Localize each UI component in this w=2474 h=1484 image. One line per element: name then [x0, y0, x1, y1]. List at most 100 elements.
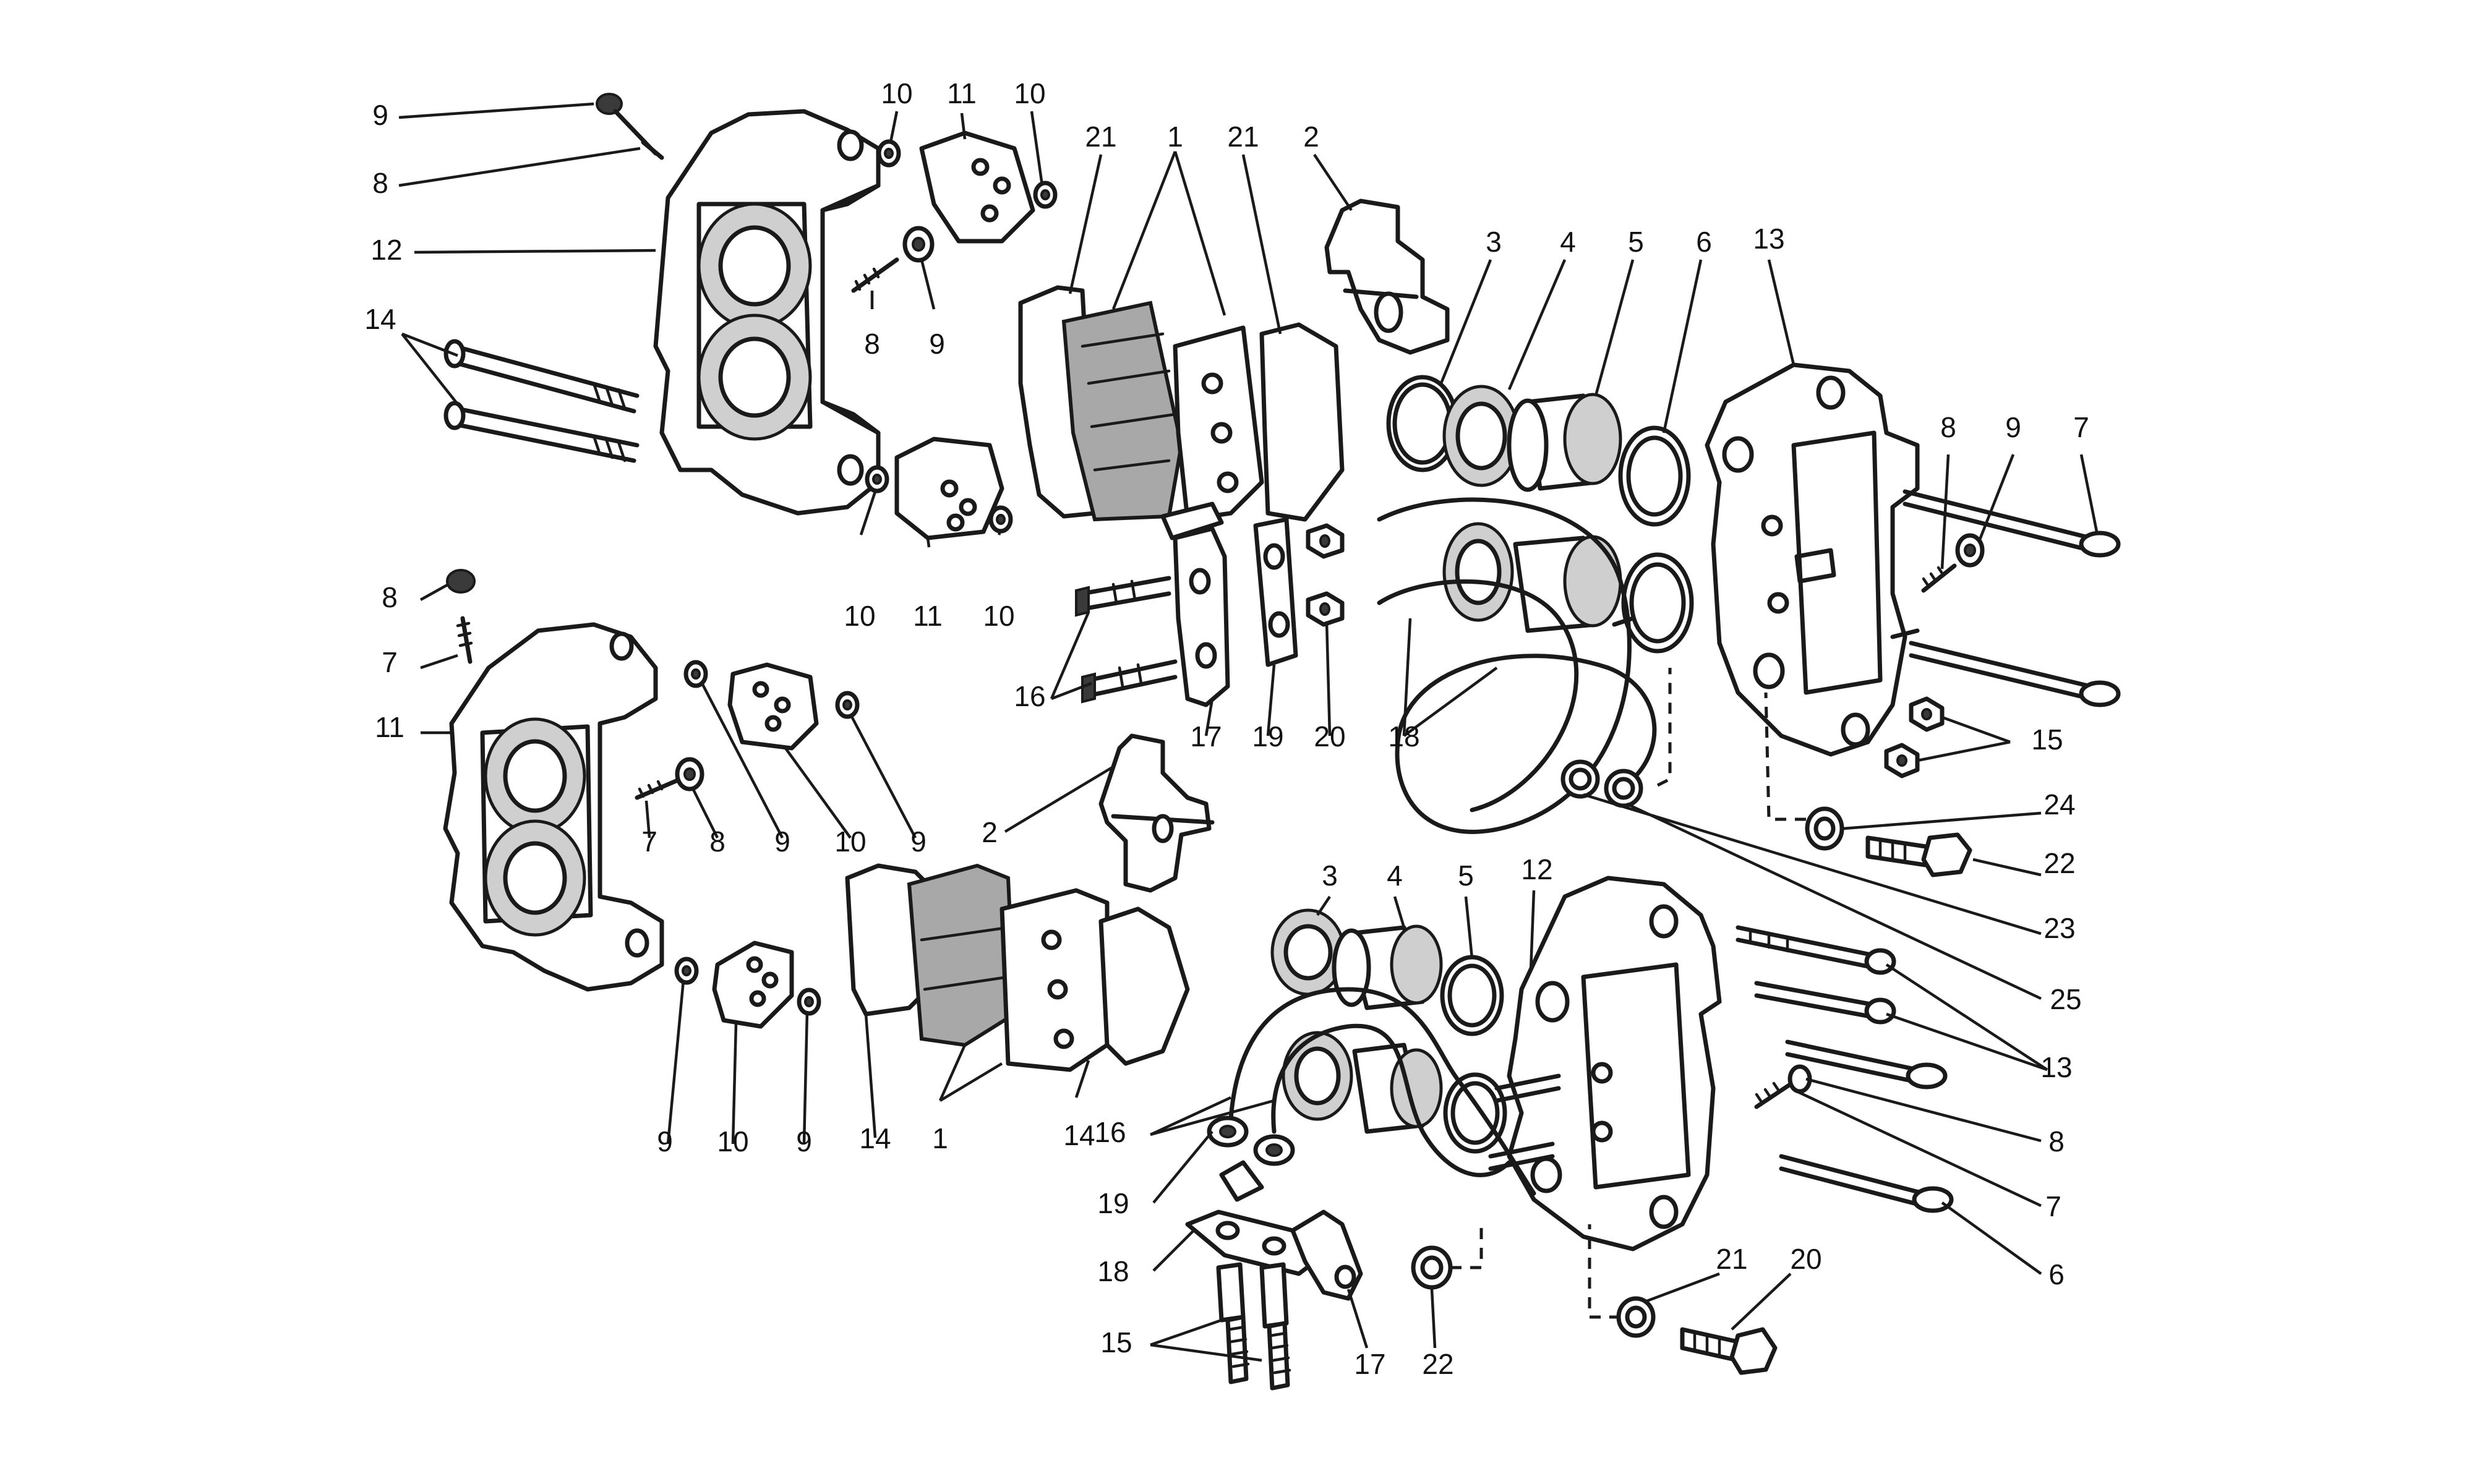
callout-24: 24 — [2044, 788, 2075, 821]
callout-11: 11 — [375, 711, 404, 743]
retaining-plate-11-upper — [919, 130, 1035, 244]
callout-4: 4 — [1387, 859, 1403, 892]
plate-19-upper — [1253, 517, 1298, 667]
bleed-screw-7-cap-8-mid-lower-left — [635, 757, 704, 800]
nuts-15-upper-right — [1884, 696, 1945, 778]
callout-19: 19 — [1252, 720, 1283, 753]
callout-7: 7 — [2073, 411, 2089, 443]
callout-16: 16 — [1094, 1116, 1126, 1148]
callout-9: 9 — [796, 1125, 812, 1158]
callout-9: 9 — [774, 825, 790, 858]
bolts-studs-lower-right — [1736, 925, 1954, 1213]
callout-22: 22 — [1422, 1348, 1453, 1380]
seal-6-upper — [1618, 425, 1691, 527]
callout-9: 9 — [2005, 411, 2021, 443]
callout-7: 7 — [641, 825, 657, 858]
bleed-screw-and-cap-lower-left — [446, 569, 476, 664]
callout-21: 21 — [1227, 121, 1259, 153]
callout-9: 9 — [910, 825, 927, 858]
callout-23: 23 — [2044, 912, 2075, 944]
callout-14: 14 — [364, 303, 396, 335]
callout-4: 4 — [1560, 226, 1576, 258]
callout-1: 1 — [1167, 121, 1183, 153]
callout-10: 10 — [834, 825, 866, 858]
callout-12: 12 — [1521, 853, 1552, 885]
nuts-9-lower-left — [674, 660, 860, 1016]
bleed-screw-8-lower-right — [1754, 1064, 1812, 1109]
callout-20: 20 — [1790, 1243, 1821, 1275]
callout-15: 15 — [1100, 1326, 1132, 1358]
callout-5: 5 — [1458, 859, 1474, 892]
callout-12: 12 — [370, 234, 402, 266]
leader-lines — [398, 102, 2099, 1362]
callout-6: 6 — [2048, 1258, 2065, 1290]
through-bolts-upper-left — [443, 339, 640, 463]
bolts-studs-upper-right — [1612, 489, 2121, 707]
nuts-20-upper — [1306, 523, 1345, 627]
caliper-body-13-upper — [1705, 362, 1920, 757]
callout-14: 14 — [859, 1122, 891, 1154]
piston-4-lower — [1332, 924, 1443, 1010]
callout-17: 17 — [1354, 1348, 1385, 1380]
callout-9: 9 — [372, 99, 388, 131]
callout-1: 1 — [932, 1122, 948, 1154]
callout-11: 11 — [913, 600, 943, 632]
callout-21: 21 — [1085, 121, 1116, 153]
callout-8: 8 — [372, 167, 388, 199]
brake-pipe-18-upper — [1377, 497, 1657, 834]
callout-numbers: 9 8 12 14 10 11 10 8 9 10 11 10 21 1 21 … — [364, 77, 2089, 1380]
callout-8: 8 — [382, 581, 398, 613]
callout-9: 9 — [929, 328, 945, 360]
plates-10-lower-left — [712, 662, 819, 1029]
callout-18: 18 — [1097, 1255, 1129, 1287]
callout-13: 13 — [1753, 223, 1784, 255]
callout-10: 10 — [1014, 77, 1045, 109]
bleeder-pipes-16-upper — [1075, 576, 1178, 704]
callout-10: 10 — [881, 77, 912, 109]
unions-15-lower — [1216, 1262, 1291, 1391]
callout-13: 13 — [2040, 1051, 2072, 1083]
caliper-body-12-lower — [1507, 876, 1722, 1252]
retaining-plate-11-lower — [894, 437, 1004, 540]
callout-2: 2 — [982, 816, 998, 848]
callout-20: 20 — [1314, 720, 1345, 753]
callout-17: 17 — [1190, 720, 1222, 753]
brake-pipes-16-lower — [1228, 987, 1561, 1196]
callout-15: 15 — [2031, 723, 2063, 756]
washers-23-25-upper — [1560, 668, 1672, 808]
piston-5-upper — [1507, 393, 1622, 492]
bleed-valve-and-cap-upper-left — [596, 93, 664, 160]
callout-2: 2 — [1303, 121, 1319, 153]
caliper-body-upper-left — [653, 109, 881, 516]
callout-8: 8 — [709, 825, 726, 858]
callout-11: 11 — [947, 77, 977, 109]
dust-boot-4-upper — [1442, 385, 1520, 487]
pistons-second-set-lower — [1282, 1031, 1507, 1154]
bleed-screw-8-and-cap-9-right — [1921, 533, 1985, 593]
callout-8: 8 — [864, 328, 880, 360]
callout-9: 9 — [657, 1125, 673, 1158]
callout-8: 8 — [1940, 411, 1956, 443]
seal-5-lower — [1440, 955, 1504, 1036]
bracket-18-17-lower — [1185, 1209, 1363, 1301]
anti-rattle-spring-2-upper — [1324, 198, 1450, 355]
callout-22: 22 — [2044, 847, 2075, 879]
callout-7: 7 — [382, 646, 398, 678]
callout-18: 18 — [1388, 720, 1419, 753]
callout-21: 21 — [1716, 1243, 1747, 1275]
anti-rattle-spring-2-lower — [1098, 733, 1215, 893]
bracket-17-upper — [1160, 501, 1230, 707]
callout-8: 8 — [2048, 1125, 2065, 1158]
callout-14: 14 — [1063, 1119, 1095, 1151]
callout-3: 3 — [1486, 226, 1502, 258]
callout-25: 25 — [2050, 983, 2081, 1015]
bleed-screw-8-and-cap-9-mid-upper — [851, 226, 935, 293]
callout-5: 5 — [1628, 226, 1644, 258]
callout-3: 3 — [1322, 859, 1338, 892]
callout-10: 10 — [983, 600, 1014, 632]
callout-10: 10 — [844, 600, 875, 632]
nuts-10-upper — [865, 139, 1058, 534]
union-fittings-19-lower — [1207, 1115, 1295, 1202]
brake-pads-lower — [845, 863, 1190, 1072]
